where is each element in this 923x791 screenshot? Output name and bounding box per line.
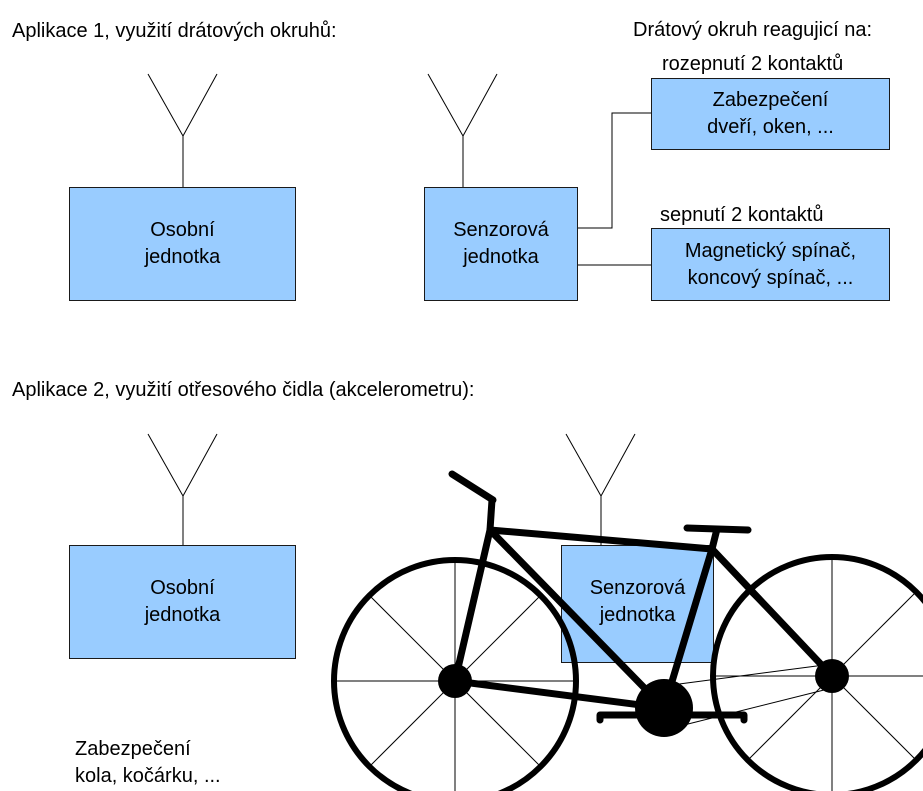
switch-box-line2: koncový spínač, ...: [687, 266, 854, 289]
wire-door: [578, 112, 651, 229]
circuit-heading: Drátový okruh reagujicí na:: [633, 19, 873, 41]
switch-box-line1: Magnetický spínač,: [684, 239, 857, 262]
sensor-unit-2-line1: Senzorová: [589, 577, 686, 599]
sensor-unit-2-line2: jednotka: [599, 604, 676, 626]
personal-unit-box-2: Osobní jednotka: [69, 545, 296, 659]
personal-unit-box: Osobní jednotka: [69, 187, 296, 301]
personal-unit-line1: Osobní: [150, 219, 215, 241]
sensor-unit-box: Senzorová jednotka: [424, 187, 578, 301]
personal-unit-2-line2: jednotka: [144, 604, 221, 626]
personal-unit-2-line1: Osobní: [150, 577, 215, 599]
switch-box: Magnetický spínač, koncový spínač, ...: [651, 228, 890, 301]
personal-unit-line2: jednotka: [144, 246, 221, 268]
close-contacts-label: sepnutí 2 kontaktů: [660, 204, 824, 226]
door-box-line2: dveří, oken, ...: [707, 116, 834, 138]
bike-caption-line2: kola, kočárku, ...: [75, 765, 221, 787]
sensor-unit-line1: Senzorová: [453, 219, 549, 241]
open-contacts-label: rozepnutí 2 kontaktů: [662, 53, 844, 75]
bike-caption-line1: Zabezpečení: [75, 738, 191, 760]
door-box-line1: Zabezpečení: [712, 89, 829, 111]
antenna-icon: [147, 73, 218, 187]
app1-heading: Aplikace 1, využití drátových okruhů:: [12, 20, 337, 42]
sensor-unit-box-2: Senzorová jednotka: [561, 545, 714, 663]
door-security-box: Zabezpečení dveří, oken, ...: [651, 78, 890, 150]
app2-heading: Aplikace 2, využití otřesového čidla (ak…: [12, 379, 475, 401]
antenna-icon: [427, 73, 498, 187]
antenna-icon: [147, 433, 218, 545]
sensor-unit-line2: jednotka: [463, 246, 539, 268]
